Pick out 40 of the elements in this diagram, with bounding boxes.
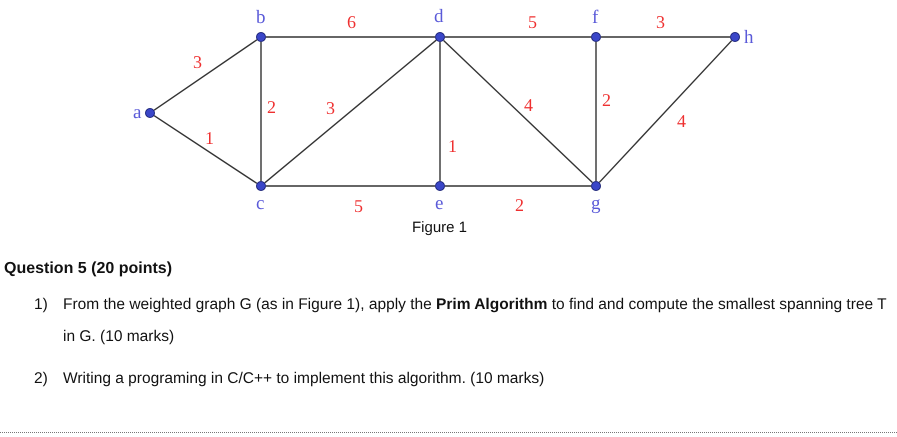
vertex-label: c <box>256 194 264 213</box>
graph-edge <box>595 42 597 181</box>
item-number: 2) <box>34 370 48 388</box>
edge-weight: 5 <box>527 13 538 31</box>
item-number: 1) <box>34 296 48 314</box>
vertex-label: b <box>256 8 266 27</box>
edge-weight: 3 <box>192 53 203 71</box>
graph-edge <box>264 40 437 184</box>
vertex-label: e <box>435 194 444 213</box>
edge-weight: 2 <box>514 196 525 214</box>
graph-edge <box>154 115 258 184</box>
graph-edge <box>598 40 732 183</box>
question-text: From the weighted graph G (as in Figure 1), apply the Prim Algorithm to find and compute the smallest spanning tree T in G. (10 marks) <box>63 295 888 347</box>
graph-edge <box>445 36 591 38</box>
question-heading: Question 5 (20 points) <box>4 260 172 278</box>
graph-edge <box>260 42 262 181</box>
graph-edge <box>443 40 593 183</box>
vertex-label: a <box>133 103 142 122</box>
edge-weight: 2 <box>266 98 277 116</box>
question-text: Writing a programing in C/C++ to implement this algorithm. (10 marks) <box>63 370 544 388</box>
vertex-label: d <box>434 7 444 26</box>
graph-edge <box>601 36 730 38</box>
edge-weight: 3 <box>325 99 336 117</box>
vertex-label: f <box>592 8 598 27</box>
graph-edge <box>154 39 258 111</box>
graph-edge <box>266 36 435 38</box>
edge-weight: 1 <box>204 129 215 147</box>
edge-weight: 2 <box>601 91 612 109</box>
edge-weight: 3 <box>655 13 666 31</box>
edge-weight: 5 <box>353 197 364 215</box>
graph-edge <box>266 185 435 187</box>
vertex-label: h <box>744 28 754 47</box>
graph-edge <box>445 185 591 187</box>
vertex-label: g <box>591 194 600 213</box>
edge-weight: 6 <box>346 13 357 31</box>
figure-caption: Figure 1 <box>412 219 468 236</box>
edge-weight: 1 <box>447 137 458 155</box>
graph-edge <box>439 42 441 181</box>
edge-weight: 4 <box>523 96 534 114</box>
edge-weight: 4 <box>676 112 687 130</box>
